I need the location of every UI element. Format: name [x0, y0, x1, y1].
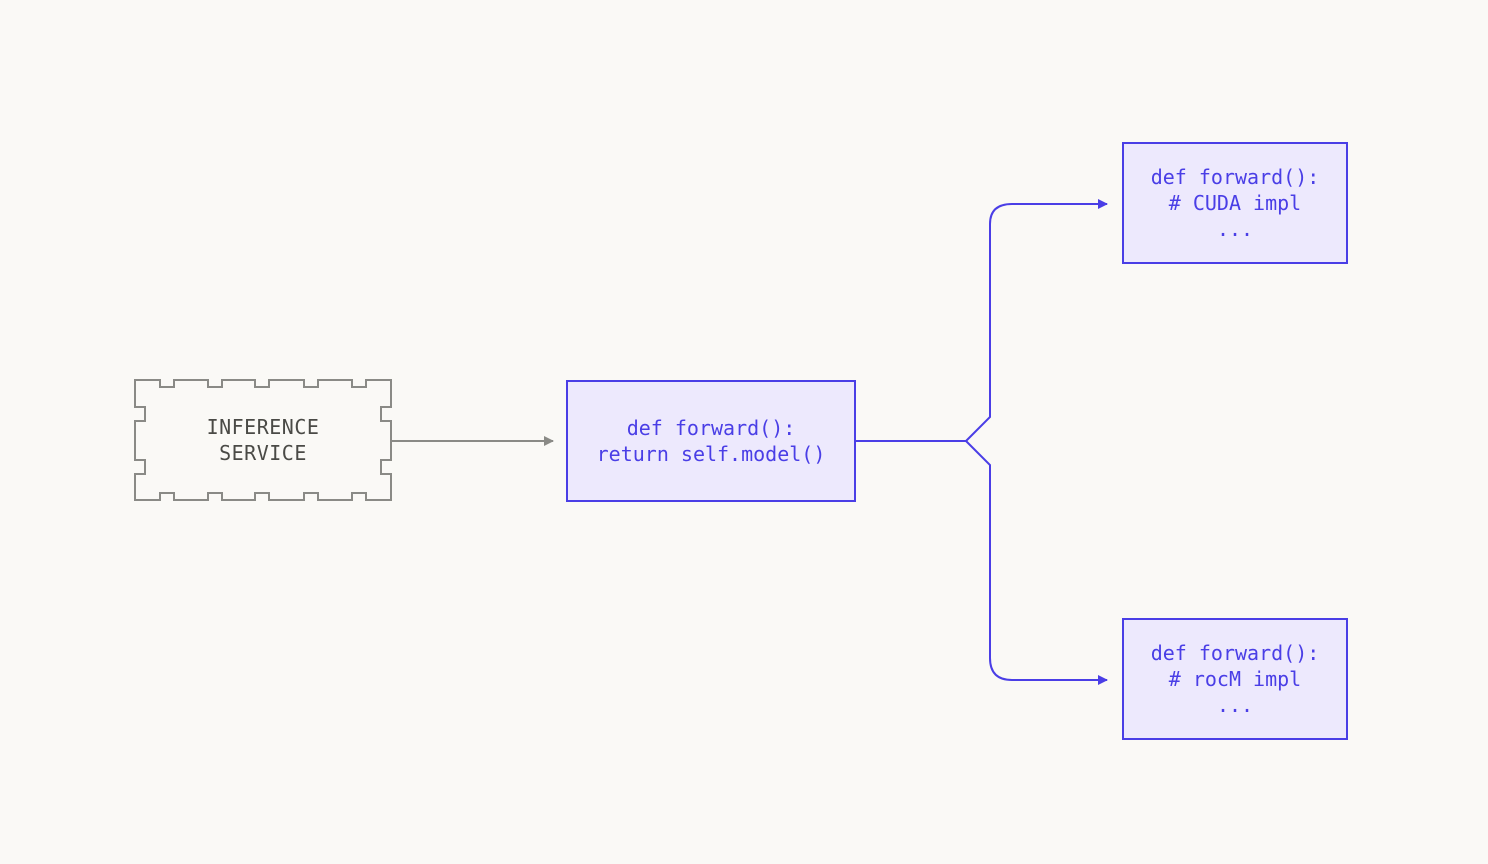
cuda-code-line-3: ... [1216, 217, 1254, 241]
cuda-forward-box: def forward(): # CUDA impl ... [1122, 142, 1348, 264]
dispatcher-code-line-1: def forward(): [626, 416, 796, 440]
branch-to-cuda-arrow [965, 199, 1108, 442]
rocm-forward-box: def forward(): # rocM impl ... [1122, 618, 1348, 740]
branch-to-rocm-arrow [965, 440, 1108, 685]
dispatcher-code-line-2: return self.model() [596, 442, 826, 466]
service-outline [134, 379, 392, 501]
cuda-code-line-2: # CUDA impl [1168, 191, 1302, 215]
cuda-code-line-1: def forward(): [1150, 165, 1320, 189]
rocm-code-line-2: # rocM impl [1168, 667, 1302, 691]
rocm-code-line-1: def forward(): [1150, 641, 1320, 665]
dispatcher-forward-box: def forward(): return self.model() [566, 380, 856, 502]
service-label-line-2: SERVICE [219, 441, 307, 465]
inference-service-node: INFERENCE SERVICE [135, 380, 391, 500]
service-label-line-1: INFERENCE [206, 415, 320, 439]
rocm-code-line-3: ... [1216, 693, 1254, 717]
